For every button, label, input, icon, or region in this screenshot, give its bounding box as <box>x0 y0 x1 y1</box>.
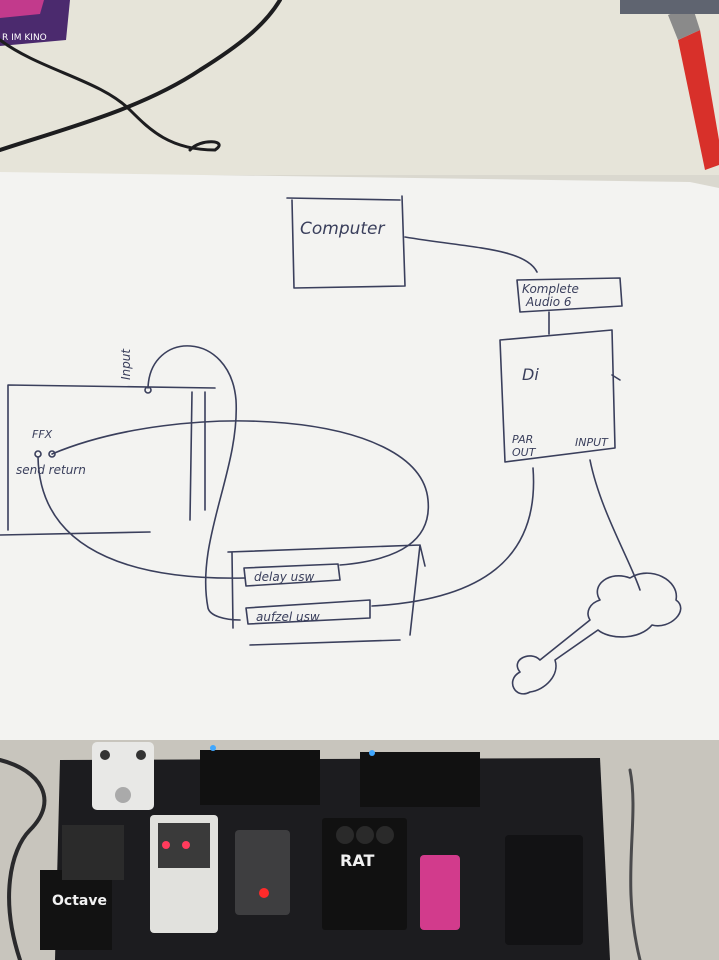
audio-interface-line1: Komplete <box>522 282 579 296</box>
amp-ffx-label: FFX <box>32 428 53 441</box>
black-pedal <box>505 835 583 945</box>
input-cable <box>147 345 241 621</box>
tuner-pedal <box>62 825 124 880</box>
knob <box>356 826 374 844</box>
return-cable <box>51 420 430 566</box>
switch-box: delay usw aufzel usw <box>227 544 426 646</box>
di-box: Di PAR OUT INPUT <box>499 329 621 463</box>
computer-to-audio-line <box>404 236 538 273</box>
led-on <box>259 888 269 898</box>
red-led <box>182 841 190 849</box>
di-input-cable <box>589 459 641 591</box>
blue-led-1 <box>210 745 216 751</box>
power-supply-2 <box>360 752 480 807</box>
laptop-edge <box>620 0 719 14</box>
amp-box: Input FFX send return <box>0 348 216 536</box>
sticker: R IM KINO <box>0 0 70 46</box>
amp-input-label: Input <box>119 348 133 380</box>
gray-pedal <box>235 830 290 915</box>
floor-cable <box>0 758 47 960</box>
guitar-drawing <box>511 572 682 695</box>
switch-slot2-label: aufzel usw <box>256 610 320 624</box>
di-out-label: OUT <box>512 446 537 459</box>
amp-send-return-label: send return <box>16 463 86 477</box>
knob <box>336 826 354 844</box>
black-cable-loop <box>0 38 221 152</box>
computer-label: Computer <box>300 219 386 239</box>
knob <box>376 826 394 844</box>
footswitch <box>115 787 131 803</box>
sticker-text: R IM KINO <box>2 33 47 43</box>
switch-slot1-label: delay usw <box>254 570 314 584</box>
send-cable <box>37 456 246 579</box>
audio-interface-box: Komplete Audio 6 <box>516 277 623 313</box>
floor-cable-right <box>628 768 642 960</box>
di-label: Di <box>522 365 539 384</box>
knob <box>100 750 110 760</box>
red-led <box>162 841 170 849</box>
amp-return-jack <box>48 450 56 458</box>
octave-pedal <box>40 870 112 950</box>
blue-led-2 <box>369 750 375 756</box>
pedalboard: Octave RAT <box>0 740 719 960</box>
knob <box>136 750 146 760</box>
pink-pedal <box>420 855 460 930</box>
di-out-cable <box>371 467 535 607</box>
power-supply-1 <box>200 750 320 805</box>
audio-interface-line2: Audio 6 <box>525 295 572 309</box>
black-cable <box>0 0 282 152</box>
di-input-label: INPUT <box>575 436 609 449</box>
octave-label: Octave <box>52 893 107 909</box>
computer-box: Computer <box>286 195 406 289</box>
paper-sheet <box>0 172 719 758</box>
di-par-label: PAR <box>512 433 533 446</box>
table-top-area <box>0 0 719 175</box>
diagram: Computer Komplete Audio 6 Di PAR OUT INP… <box>0 195 682 695</box>
rat-label: RAT <box>340 851 374 870</box>
rat-pedal <box>322 818 407 930</box>
